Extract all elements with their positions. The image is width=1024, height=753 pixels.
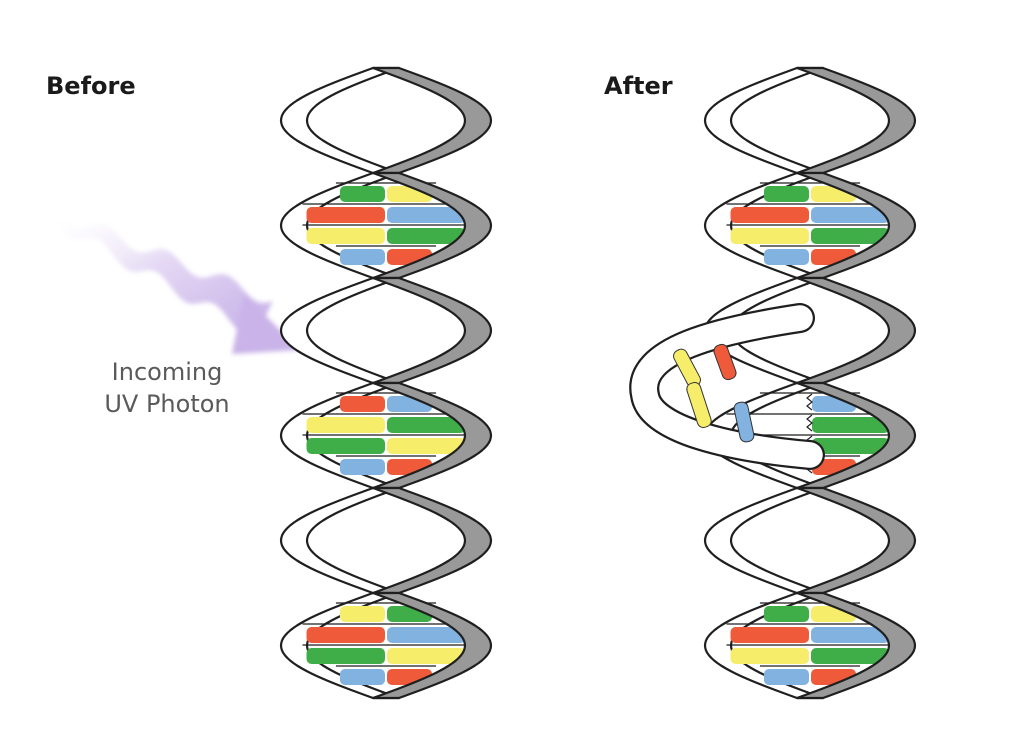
base-blue: [763, 669, 809, 685]
base-blue: [339, 669, 385, 685]
base-green: [387, 228, 466, 244]
base-green: [811, 228, 890, 244]
backbone-back-segment: [703, 486, 825, 595]
base-blue: [339, 459, 385, 475]
broken-bond-edge: [806, 393, 813, 411]
uv-label-line-2: UV Photon: [104, 390, 230, 418]
dislodged-base-yellow: [686, 382, 712, 428]
base-orange: [730, 627, 809, 643]
base-blue: [387, 207, 466, 223]
base-blue: [387, 627, 466, 643]
base-green: [387, 417, 466, 433]
uv-photon-arrow: [55, 213, 300, 354]
base-green: [306, 438, 385, 454]
dislodged-base-orange: [713, 343, 737, 381]
before-label: Before: [46, 72, 136, 100]
backbone-front-segment: [795, 486, 917, 595]
base-blue: [339, 249, 385, 265]
backbone-front-segment: [371, 66, 493, 175]
base-yellow: [730, 648, 809, 664]
backbone-front-segment: [371, 276, 493, 385]
backbone-front-segment: [795, 66, 917, 175]
backbone-back-segment: [703, 66, 825, 175]
base-green: [339, 186, 385, 202]
dislodged-base-blue: [733, 401, 755, 443]
base-blue: [763, 249, 809, 265]
base-yellow: [306, 228, 385, 244]
base-green: [811, 648, 890, 664]
backbone-front-segment: [795, 591, 917, 700]
dna-helix-before: [279, 66, 493, 700]
dna-helix-after: [629, 66, 917, 700]
backbone-back-segment: [279, 276, 401, 385]
uv-label-line-1: Incoming: [111, 358, 223, 386]
uv-photon-label: Incoming UV Photon: [82, 356, 252, 420]
base-yellow: [387, 438, 466, 454]
base-orange: [306, 207, 385, 223]
base-green: [763, 186, 809, 202]
base-green: [812, 417, 890, 433]
after-label: After: [604, 72, 673, 100]
base-yellow: [306, 417, 385, 433]
base-green: [306, 648, 385, 664]
base-yellow: [730, 228, 809, 244]
base-yellow: [339, 606, 385, 622]
base-orange: [306, 627, 385, 643]
base-orange: [730, 207, 809, 223]
base-green: [812, 438, 890, 454]
backbone-back-segment: [279, 486, 401, 595]
photon-wave-body: [55, 213, 273, 336]
base-orange: [339, 396, 385, 412]
displaced-strand: [631, 305, 823, 468]
base-yellow: [387, 648, 466, 664]
broken-bond-edge: [806, 414, 813, 432]
backbone-front-segment: [795, 276, 917, 385]
backbone-back-segment: [279, 66, 401, 175]
base-blue: [811, 627, 890, 643]
base-blue: [811, 207, 890, 223]
backbone-front-segment: [371, 486, 493, 595]
backbone-front-segment: [371, 591, 493, 700]
base-green: [763, 606, 809, 622]
